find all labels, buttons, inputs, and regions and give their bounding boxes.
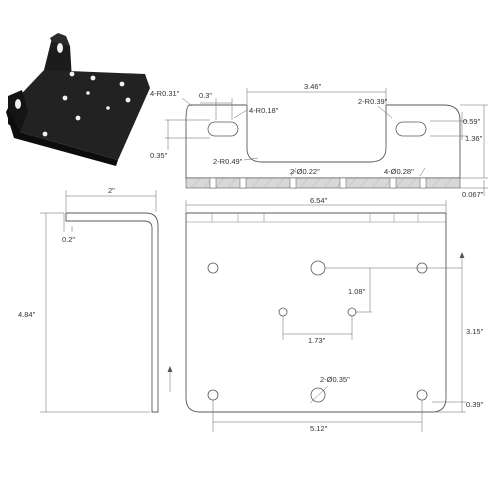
front-view-bend-lines — [186, 213, 446, 223]
top-view-large-holes-label: 4-Ø0.28" — [384, 167, 414, 176]
bracket-left-edge — [6, 108, 118, 166]
top-view-slot-radius-label: 4-R0.18" — [249, 106, 279, 115]
arrow-marker — [167, 366, 173, 372]
side-view: 2" 0.2" 4.84" — [18, 186, 159, 413]
photo-hole — [75, 115, 81, 121]
photo-hole — [106, 106, 110, 110]
front-view: 6.54" 1.08" 1.73" 3.15" 2-Ø0.35" 0.39" 5… — [169, 196, 484, 433]
photo-hole — [62, 95, 68, 101]
photo-slot — [15, 99, 21, 109]
bracket-upright-tab — [50, 33, 70, 46]
front-view-hole — [207, 262, 219, 274]
front-view-hole — [207, 389, 219, 401]
top-view-cutout-bottom-radius-label: 2-R0.49" — [213, 157, 243, 166]
front-view-bottom-hole-spacing-label: 5.12" — [310, 424, 328, 433]
photo-slot — [57, 43, 63, 53]
photo-hole — [69, 71, 75, 77]
top-view-cutout-corner-radius-label: 2-R0.39" — [358, 97, 388, 106]
top-view-thickness-label: 0.067" — [462, 190, 484, 199]
top-view-slot-height-label: 0.59" — [463, 117, 481, 126]
front-view-overall-width-label: 6.54" — [310, 196, 328, 205]
product-photo — [6, 33, 150, 166]
front-view-hole — [278, 307, 288, 317]
top-view-corner-radius-label: 4-R0.31" — [150, 89, 180, 98]
top-view-small-holes-label: 2-Ø0.22" — [290, 167, 320, 176]
side-view-dimension-lines — [40, 190, 157, 413]
front-view-center-offset-label: 1.08" — [348, 287, 366, 296]
side-view-profile — [65, 212, 159, 413]
front-view-hole — [310, 260, 326, 276]
top-view-slot-offset-label: 0.35" — [150, 151, 168, 160]
front-view-hole — [347, 307, 357, 317]
front-view-center-hole-label: 2-Ø0.35" — [320, 375, 350, 384]
front-view-plate — [185, 212, 447, 413]
arrow-marker — [459, 252, 465, 258]
front-view-bottom-offset-label: 0.39" — [466, 400, 484, 409]
top-view: 4-R0.31" 0.3" 4-R0.18" 3.46" 2-R0.39" 0.… — [150, 82, 488, 199]
side-view-top-width-label: 2" — [108, 186, 115, 195]
front-view-hole — [416, 389, 428, 401]
base-strip-holes — [209, 177, 427, 189]
top-view-slot — [207, 121, 239, 137]
photo-hole — [125, 97, 131, 103]
photo-hole — [90, 75, 96, 81]
top-view-slot-width-label: 0.3" — [199, 91, 212, 100]
photo-hole — [119, 81, 125, 87]
side-view-height-label: 4.84" — [18, 310, 36, 319]
photo-hole — [86, 91, 90, 95]
top-view-outline — [185, 104, 461, 179]
top-view-slot — [395, 121, 427, 137]
bracket-base-plate — [8, 70, 150, 160]
photo-hole — [42, 131, 48, 137]
side-view-thickness-label: 0.2" — [62, 235, 75, 244]
top-view-dimension-lines — [165, 88, 488, 196]
top-view-cutout-width-label: 3.46" — [304, 82, 322, 91]
front-view-vertical-spacing-label: 3.15" — [466, 327, 484, 336]
front-view-dimension-lines — [169, 200, 466, 432]
top-view-base-strip — [185, 177, 461, 189]
dimension-arrows — [167, 252, 465, 372]
top-view-flange-height-label: 1.36" — [465, 134, 483, 143]
front-view-hole-spacing-small-label: 1.73" — [308, 336, 326, 345]
